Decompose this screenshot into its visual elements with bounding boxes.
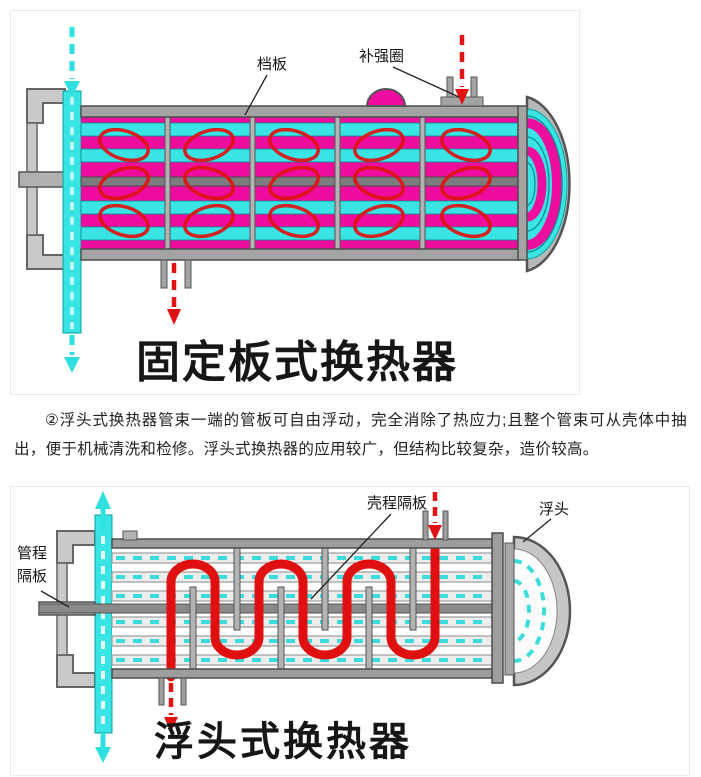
flow-arrows xyxy=(95,491,442,764)
tube-side-channel xyxy=(94,514,113,734)
tubesheet xyxy=(517,105,528,261)
floating-head-diagram: 壳程隔板 浮头 浮头式换热器 xyxy=(38,491,572,764)
annotations: 壳程隔板 浮头 xyxy=(40,494,569,608)
outlet-nozzle-wall xyxy=(158,677,165,706)
figure-floating-head: 管程隔板 xyxy=(10,486,690,777)
inlet-nozzle-wall xyxy=(422,510,429,541)
shell-side-outlet-arrow xyxy=(164,683,178,733)
pass-partition-rod xyxy=(38,603,493,614)
annotations: 档板 补强圈 xyxy=(244,48,460,116)
caption-fixed-tubesheet: 固定板式换热器 xyxy=(136,338,458,387)
label-reinforcement-ring: 补强圈 xyxy=(359,48,404,65)
shell-side-flow-swirls xyxy=(98,127,492,239)
caption-floating-head: 浮头式换热器 xyxy=(154,720,412,764)
shell-wall-bottom xyxy=(80,248,520,261)
shell-pass-baffle-leader-line xyxy=(310,513,392,600)
figure-fixed-tubesheet: 档板 补强圈 固定板式换热器 xyxy=(10,10,580,395)
saddle-block xyxy=(122,530,138,541)
floating-head-assembly xyxy=(491,532,572,687)
u-bend-end-cap xyxy=(517,95,571,273)
dome-opening xyxy=(365,88,407,107)
shell-side-flow-serpentine xyxy=(166,538,440,682)
hot-inlet-arrow xyxy=(455,35,469,105)
shell-side-inlet-arrow xyxy=(428,492,442,541)
tube-side-drain-arrow xyxy=(95,733,111,764)
reinforcement-ring-leader-line xyxy=(392,66,460,98)
body-paragraph: ②浮头式换热器管束一端的管板可自由浮动，完全消除了热应力;且整个管束可从壳体中抽… xyxy=(14,412,687,458)
outlet-nozzle-wall xyxy=(180,677,187,706)
shell-flange xyxy=(491,532,504,685)
floating-head-leader-line xyxy=(522,518,552,543)
inlet-nozzle-wall xyxy=(442,510,449,541)
label-shell-pass-baffle: 壳程隔板 xyxy=(367,494,427,512)
hot-outlet-arrow xyxy=(167,263,181,325)
tube-pass-partition-leader-line xyxy=(40,590,70,608)
label-baffle: 档板 xyxy=(257,55,287,73)
floating-tubesheet xyxy=(504,542,515,676)
tube-side-outlet-arrow xyxy=(95,491,111,532)
shell-wall-bottom xyxy=(111,668,493,680)
left-channel-head xyxy=(18,88,66,270)
shell-wall-top xyxy=(80,105,520,118)
nozzles xyxy=(158,510,449,706)
baffle-leader-line xyxy=(244,74,268,116)
shell-body xyxy=(38,530,493,682)
label-floating-head: 浮头 xyxy=(539,501,569,518)
shell-body xyxy=(80,105,520,261)
outlet-nozzle-wall xyxy=(160,259,168,289)
flow-arrows xyxy=(64,27,469,373)
outlet-nozzle-wall xyxy=(184,259,192,289)
cold-inlet-arrow xyxy=(64,27,80,97)
cold-outlet-arrow xyxy=(64,335,80,373)
shell-wall-top xyxy=(111,538,493,550)
label-tube-pass-partition: 管程隔板 xyxy=(17,545,48,585)
tube-flow-dashes xyxy=(116,556,488,663)
fixed-tubesheet-diagram: 档板 补强圈 固定板式换热器 xyxy=(18,27,571,387)
